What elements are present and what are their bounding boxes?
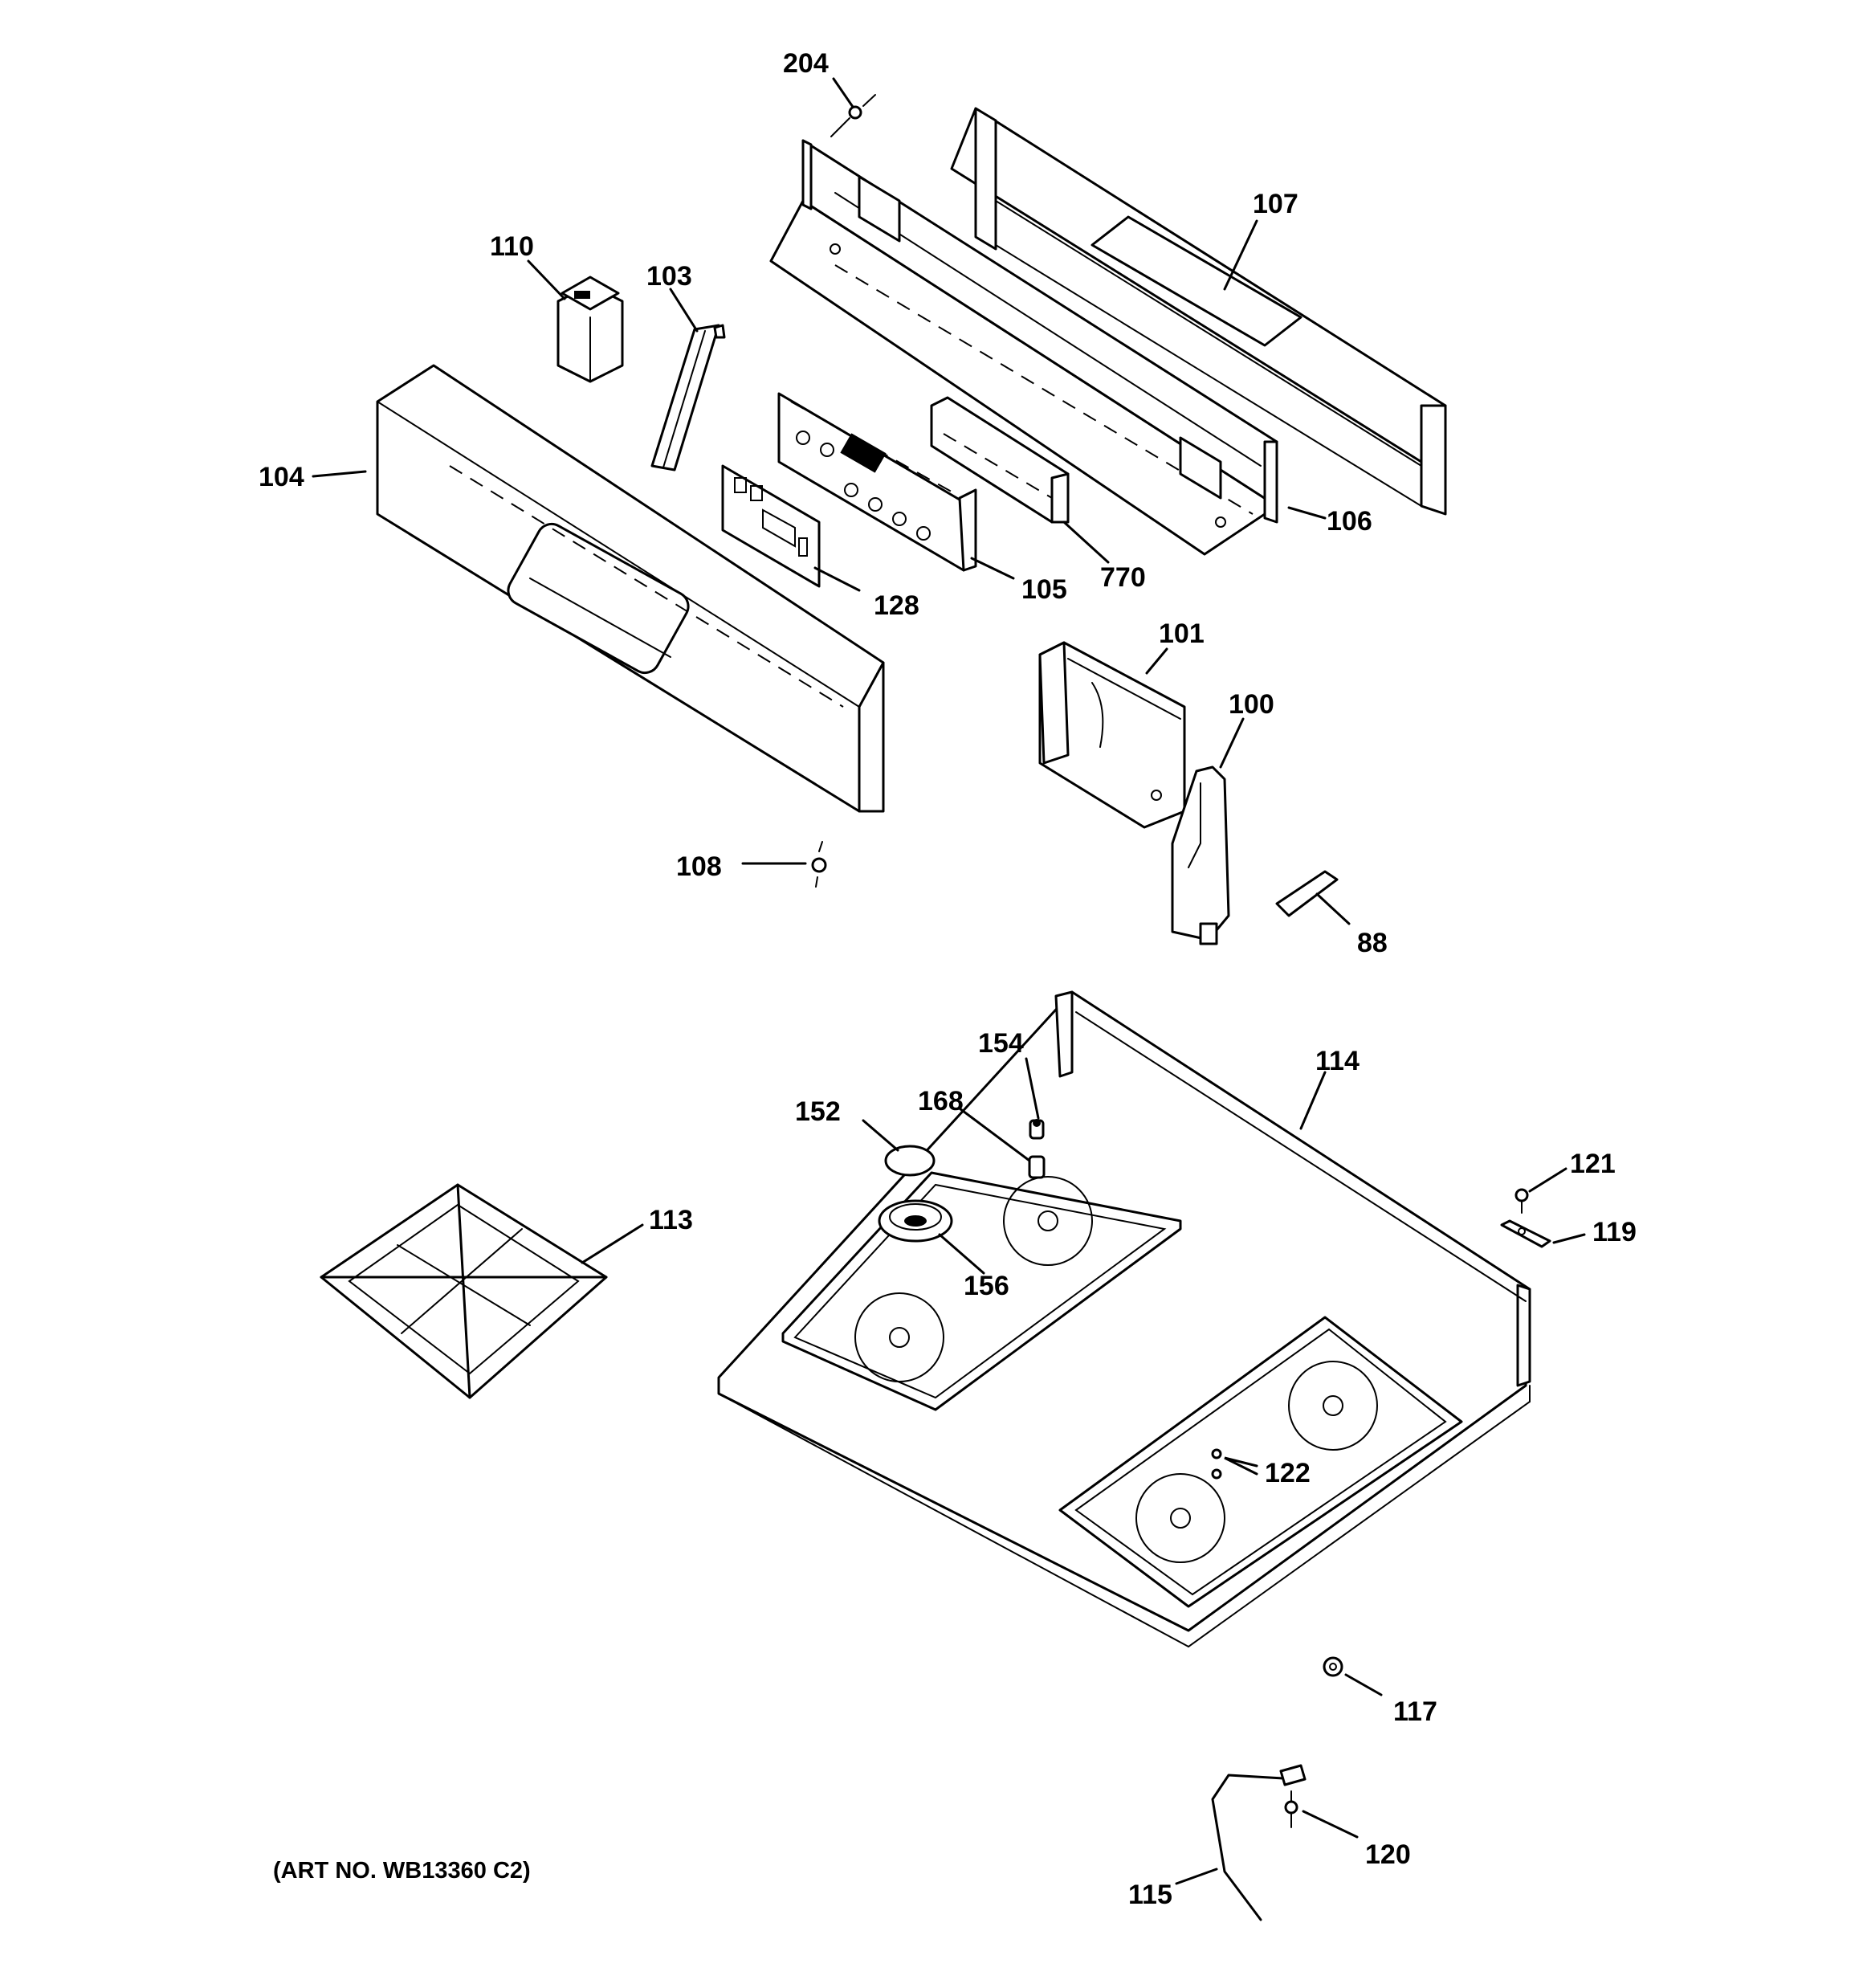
label-204: 204 bbox=[783, 48, 829, 79]
part-105-control-board bbox=[777, 392, 977, 572]
part-107-backguard-cover bbox=[950, 107, 1447, 516]
label-106: 106 bbox=[1327, 506, 1372, 537]
leader-lines bbox=[312, 77, 1586, 1885]
label-105: 105 bbox=[1021, 574, 1067, 605]
part-204-screw bbox=[830, 94, 876, 137]
part-106-backguard-panel bbox=[769, 139, 1278, 556]
callout-labels: 204 107 110 103 104 106 128 105 770 101 … bbox=[259, 48, 1637, 1910]
label-114: 114 bbox=[1315, 1046, 1360, 1076]
label-113: 113 bbox=[649, 1205, 693, 1235]
label-121: 121 bbox=[1570, 1149, 1616, 1179]
part-104-control-panel bbox=[376, 364, 885, 813]
part-120-screw bbox=[1284, 1790, 1298, 1828]
label-107: 107 bbox=[1253, 189, 1298, 219]
label-104: 104 bbox=[259, 462, 304, 492]
label-103: 103 bbox=[646, 261, 692, 292]
part-115-rod bbox=[1211, 1764, 1307, 1921]
part-770-cover bbox=[930, 396, 1070, 524]
label-770: 770 bbox=[1100, 562, 1146, 593]
part-113-grate bbox=[320, 1183, 608, 1399]
part-168-screw bbox=[1028, 1155, 1046, 1179]
part-100-side-bracket bbox=[1171, 765, 1230, 945]
label-152: 152 bbox=[795, 1096, 841, 1127]
art-number-caption: (ART NO. WB13360 C2) bbox=[273, 1858, 531, 1884]
part-152-burner-cap bbox=[884, 1145, 936, 1177]
part-103-bracket bbox=[650, 324, 726, 471]
label-101: 101 bbox=[1159, 618, 1205, 649]
part-114-cooktop bbox=[717, 990, 1531, 1647]
part-156-burner-head bbox=[878, 1199, 953, 1243]
label-156: 156 bbox=[964, 1271, 1009, 1301]
part-121-screw bbox=[1514, 1188, 1529, 1214]
label-154: 154 bbox=[978, 1028, 1024, 1059]
part-154-orifice bbox=[1029, 1119, 1045, 1140]
label-119: 119 bbox=[1592, 1217, 1637, 1247]
label-168: 168 bbox=[918, 1086, 964, 1116]
label-120: 120 bbox=[1365, 1839, 1411, 1870]
part-88-bar bbox=[1275, 870, 1339, 917]
label-115: 115 bbox=[1128, 1880, 1172, 1910]
label-100: 100 bbox=[1229, 689, 1274, 720]
part-128-overlay bbox=[721, 464, 821, 588]
label-117: 117 bbox=[1393, 1696, 1437, 1727]
part-108-screw bbox=[811, 841, 827, 888]
part-117-nut bbox=[1323, 1656, 1343, 1677]
label-128: 128 bbox=[874, 590, 919, 621]
part-110-switch bbox=[556, 276, 624, 383]
label-122: 122 bbox=[1265, 1458, 1311, 1488]
part-119-bracket bbox=[1500, 1219, 1551, 1248]
label-88: 88 bbox=[1357, 928, 1388, 958]
label-110: 110 bbox=[490, 231, 534, 262]
label-108: 108 bbox=[676, 851, 722, 882]
part-122-screws bbox=[1211, 1448, 1222, 1480]
part-101-bracket bbox=[1038, 641, 1186, 829]
